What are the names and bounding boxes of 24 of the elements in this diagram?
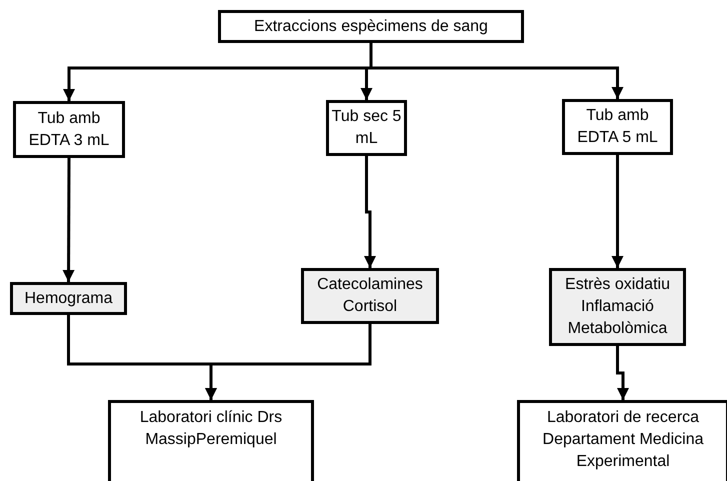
box-label: Hemograma <box>24 288 113 308</box>
box-label: Catecolamines Cortisol <box>316 275 424 317</box>
arrow <box>370 43 624 99</box>
result-box <box>549 268 686 346</box>
arrow <box>364 156 376 268</box>
process-box <box>517 400 727 481</box>
arrow <box>612 155 624 268</box>
box-label: Tub amb EDTA 5 mL <box>576 106 659 148</box>
box-label: Laboratori clínic Drs MassipPeremiquel <box>138 408 284 450</box>
result-box <box>301 268 439 324</box>
process-box <box>218 10 524 43</box>
box-label: Extraccions espècimens de sang <box>254 16 488 36</box>
process-box <box>326 100 407 156</box>
process-box <box>562 99 673 155</box>
box-label: Laboratori de recerca Departament Medicina Experimental <box>542 408 704 472</box>
box-label: Tub sec 5 mL <box>332 107 402 149</box>
box-label: Estrès oxidatiu Inflamació Metabolòmica <box>564 275 671 339</box>
arrow <box>62 158 75 282</box>
arrow <box>205 324 372 400</box>
result-box <box>10 282 127 315</box>
process-box <box>13 101 125 158</box>
arrow <box>616 346 629 400</box>
box-label: Tub amb EDTA 3 mL <box>28 108 110 150</box>
process-box <box>108 400 314 481</box>
